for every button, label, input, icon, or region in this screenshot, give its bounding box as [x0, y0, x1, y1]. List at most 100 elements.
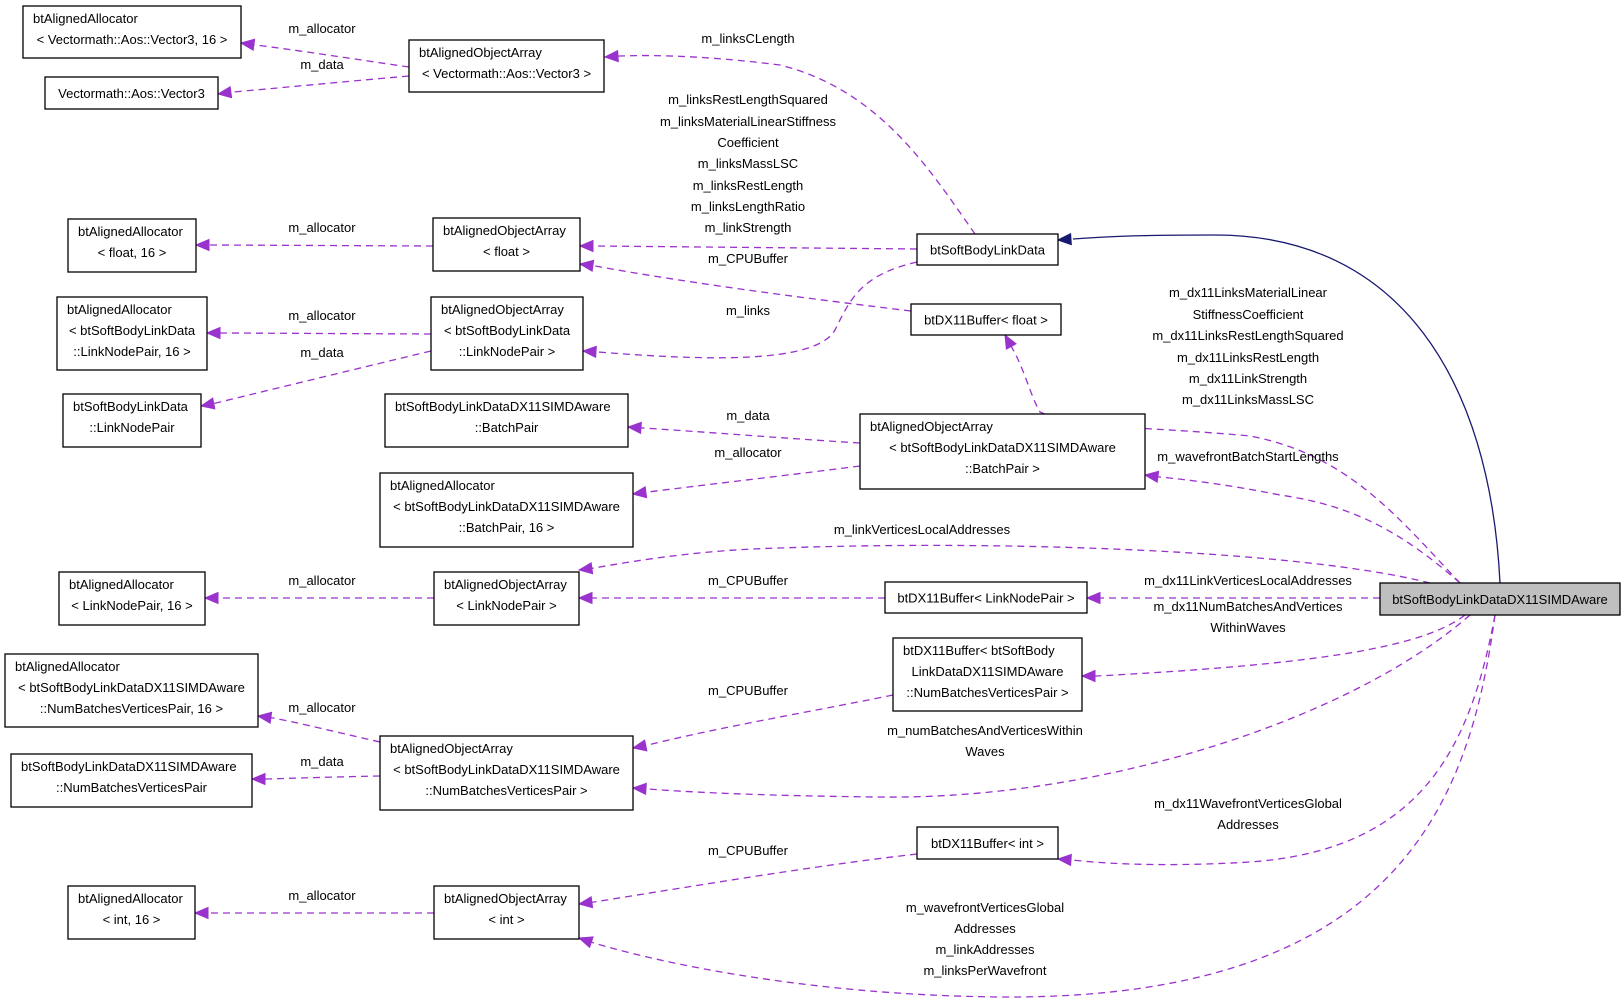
class-node[interactable]: btDX11Buffer< btSoftBodyLinkDataDX11SIMD…: [892, 637, 1083, 712]
class-node-box: [44, 76, 219, 110]
class-node-box: [56, 296, 208, 371]
class-node[interactable]: btDX11Buffer< int >: [916, 826, 1059, 860]
class-node[interactable]: btAlignedAllocator< float, 16 >: [67, 218, 197, 273]
edge-label: m_data: [300, 57, 344, 72]
class-node[interactable]: btAlignedObjectArray< int >: [433, 885, 580, 940]
class-node[interactable]: btAlignedObjectArray< Vectormath::Aos::V…: [408, 39, 605, 93]
edge-n20-to-n10: m_allocator: [631, 445, 861, 499]
class-node-label: btAlignedAllocator: [67, 302, 172, 317]
class-node-label: btAlignedObjectArray: [441, 302, 564, 317]
class-node[interactable]: btAlignedObjectArray < btSoftBodyLinkData…: [859, 413, 1146, 490]
class-node[interactable]: btAlignedAllocator< int, 16 >: [67, 885, 196, 940]
edge-n21-to-n12: m_CPUBuffer: [577, 573, 885, 605]
edge-label: m_linkStrength: [705, 220, 792, 235]
edge-arrowhead: [203, 591, 219, 605]
class-node[interactable]: btAlignedObjectArray< btSoftBodyLinkData…: [379, 735, 634, 811]
class-node-box: [859, 413, 1146, 490]
edge-line: [1072, 234, 1501, 584]
edge-line: [196, 244, 434, 247]
class-node[interactable]: btSoftBodyLinkData::LinkNodePair: [62, 393, 202, 448]
edge-n23-to-n17: m_CPUBuffer: [577, 843, 918, 909]
class-node-label: ::BatchPair >: [965, 461, 1040, 476]
edge-line: [578, 614, 1496, 998]
class-node-label: ::NumBatchesVerticesPair >: [906, 685, 1068, 700]
edge-arrowhead: [239, 38, 256, 51]
edge-line: [217, 75, 410, 95]
class-node-label: ::LinkNodePair >: [459, 344, 555, 359]
class-node-label: btSoftBodyLinkData: [73, 399, 189, 414]
class-node-label: btDX11Buffer< btSoftBody: [903, 643, 1055, 658]
edge-arrowhead: [194, 238, 210, 252]
class-node-label: < btSoftBodyLinkDataDX11SIMDAware: [889, 440, 1116, 455]
edge-line: [240, 42, 410, 68]
class-node-label: LinkDataDX11SIMDAware: [912, 664, 1064, 679]
class-node-box: [22, 5, 242, 59]
class-node-label: ::NumBatchesVerticesPair: [56, 780, 208, 795]
class-node[interactable]: btDX11Buffer< LinkNodePair >: [884, 581, 1088, 614]
edge-label: m_allocator: [288, 700, 356, 715]
edge-arrowhead: [578, 259, 595, 272]
class-node[interactable]: btAlignedAllocator< btSoftBodyLinkDataDX…: [379, 472, 634, 548]
class-node-label: ::NumBatchesVerticesPair >: [425, 783, 587, 798]
edge-label: m_data: [300, 754, 344, 769]
edge-label: m_wavefrontVerticesGlobal: [906, 900, 1064, 915]
class-node-box: [379, 472, 634, 548]
class-node-label: < Vectormath::Aos::Vector3 >: [422, 66, 591, 81]
edge-arrowhead: [626, 421, 642, 435]
class-node-label: < btSoftBodyLinkData: [444, 323, 571, 338]
class-node[interactable]: btAlignedAllocator< Vectormath::Aos::Vec…: [22, 5, 242, 59]
edge-arrowhead: [577, 936, 594, 949]
class-node[interactable]: btSoftBodyLinkData: [916, 233, 1059, 266]
class-node[interactable]: btAlignedAllocator< btSoftBodyLinkDataDX…: [4, 653, 259, 728]
class-node-label: btAlignedObjectArray: [870, 419, 993, 434]
edge-label: m_dx11WavefrontVerticesGlobal: [1154, 796, 1342, 811]
edge-arrowhead: [577, 562, 594, 575]
edge-label: m_linksMassLSC: [698, 156, 798, 171]
edge-label: m_linksCLength: [701, 31, 794, 46]
focus-class-node[interactable]: btSoftBodyLinkDataDX11SIMDAware: [1379, 582, 1621, 616]
edge-line: [1144, 474, 1461, 584]
class-node-label: Vectormath::Aos::Vector3: [58, 86, 205, 101]
class-node[interactable]: btAlignedAllocator< LinkNodePair, 16 >: [58, 571, 206, 626]
edge-arrowhead: [216, 86, 233, 99]
edge-label: m_dx11LinkVerticesLocalAddresses: [1144, 573, 1352, 588]
class-node[interactable]: btSoftBodyLinkDataDX11SIMDAware::NumBatc…: [10, 753, 253, 808]
class-node[interactable]: Vectormath::Aos::Vector3: [44, 76, 219, 110]
edge-arrowhead: [1085, 591, 1101, 605]
class-node[interactable]: btSoftBodyLinkDataDX11SIMDAware::BatchPa…: [384, 393, 629, 448]
edge-line: [1082, 614, 1466, 677]
class-node[interactable]: btAlignedObjectArray < btSoftBodyLinkData…: [430, 296, 584, 371]
edge-arrowhead: [581, 345, 597, 359]
class-node-label: btAlignedAllocator: [390, 478, 495, 493]
edge-label: m_allocator: [288, 308, 356, 323]
edge-line: [632, 614, 1471, 798]
class-node[interactable]: btAlignedObjectArray< LinkNodePair >: [433, 571, 580, 626]
edge-line: [207, 332, 432, 335]
class-node-box: [384, 393, 629, 448]
edge-label: m_linksRestLength: [693, 178, 804, 193]
class-node[interactable]: btAlignedAllocator< btSoftBodyLinkData::…: [56, 296, 208, 371]
class-node-label: ::BatchPair, 16 >: [459, 520, 555, 535]
class-node-box: [379, 735, 634, 811]
inheritance-edge: [1056, 232, 1501, 584]
class-node-box: [10, 753, 253, 808]
edge-n3-to-n2: m_data: [216, 57, 410, 99]
class-node-label: < btSoftBodyLinkDataDX11SIMDAware: [393, 762, 620, 777]
usage-edges: m_allocator m_data m_linksCLength m_allocat…: [193, 21, 1496, 998]
edge-line: [200, 350, 432, 407]
edge-n19-to-n5: m_CPUBuffer: [578, 251, 912, 312]
edge-line: [579, 263, 912, 312]
edge-label: m_linkVerticesLocalAddresses: [834, 522, 1011, 537]
class-node-label: ::BatchPair: [475, 420, 539, 435]
edge-line: [632, 465, 861, 495]
edge-n24-to-n21: m_dx11LinkVerticesLocalAddresses: [1085, 573, 1380, 605]
class-node-box: [62, 393, 202, 448]
edge-n15-to-n14: m_data: [250, 754, 381, 786]
edge-label: m_allocator: [288, 573, 356, 588]
edge-line: [632, 694, 894, 749]
class-node-label: btDX11Buffer< LinkNodePair >: [897, 591, 1074, 606]
class-node[interactable]: btDX11Buffer< float >: [910, 303, 1062, 336]
class-node[interactable]: btAlignedObjectArray< float >: [432, 217, 581, 272]
edge-label: m_data: [726, 408, 770, 423]
